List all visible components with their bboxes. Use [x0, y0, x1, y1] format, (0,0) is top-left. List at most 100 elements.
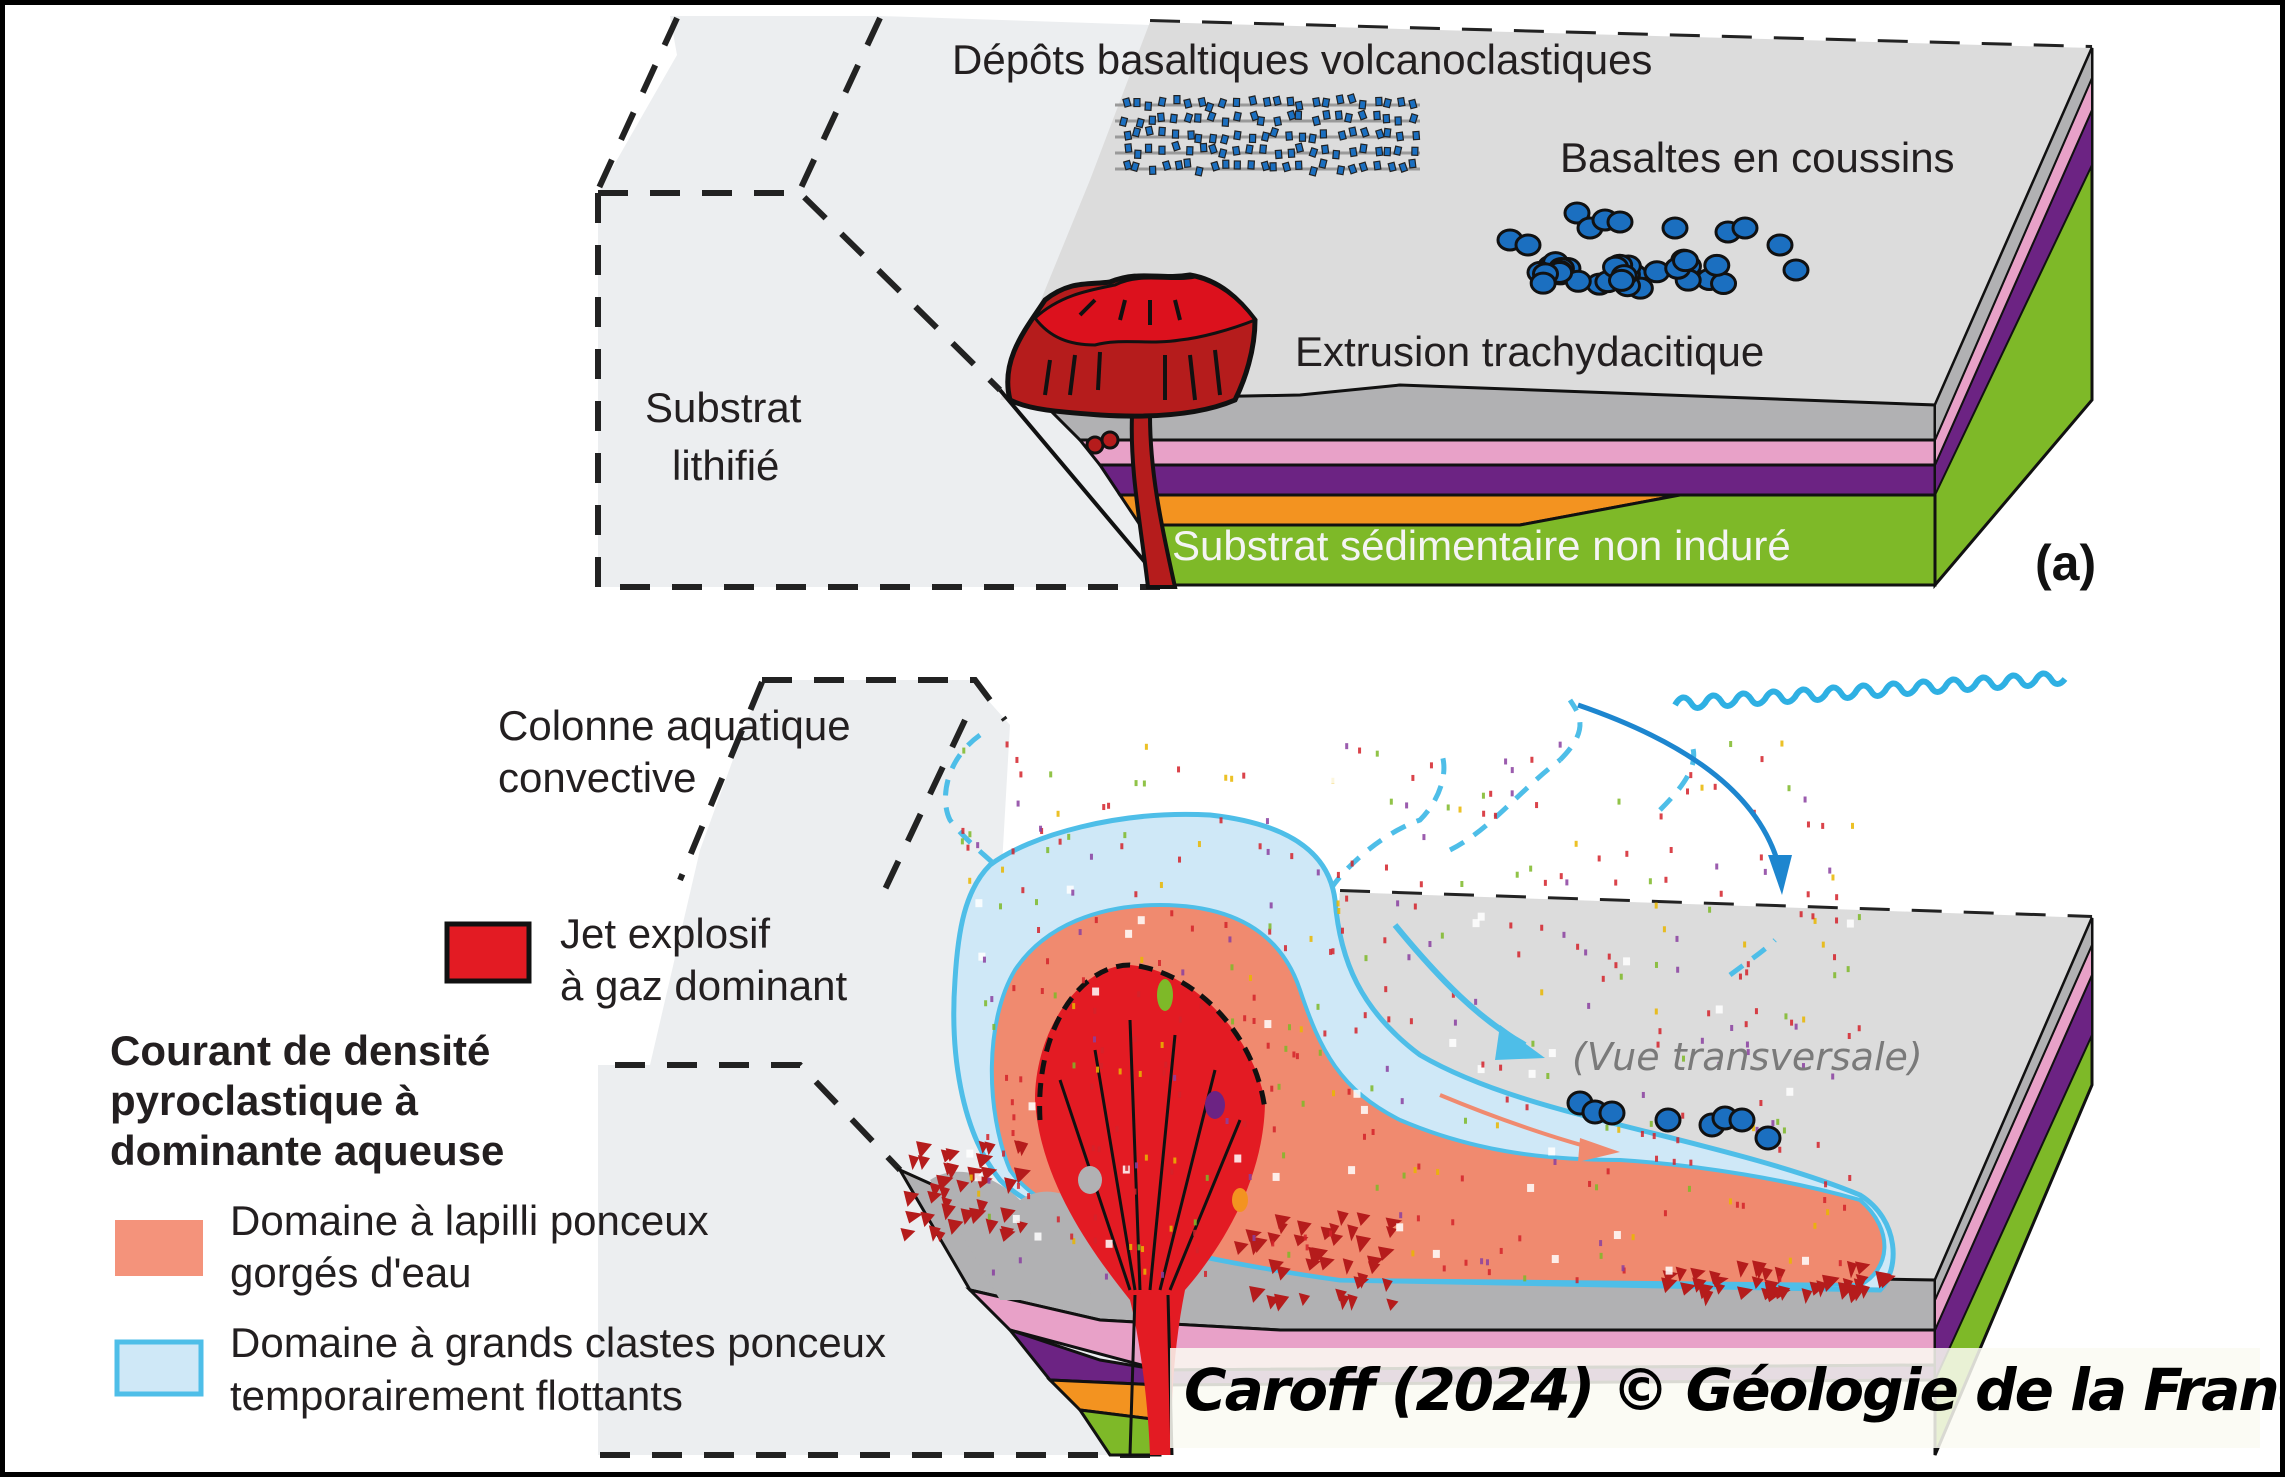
- lithic-fragment: [1274, 1214, 1291, 1230]
- speck: [1553, 1158, 1557, 1165]
- speck: [1284, 1045, 1288, 1052]
- speck: [1735, 1201, 1739, 1208]
- pillow: [1598, 1100, 1626, 1126]
- speck: [1230, 964, 1234, 971]
- speck: [1411, 774, 1415, 781]
- legend-clasts-line1: Domaine à grands clastes ponceux: [230, 1319, 886, 1366]
- speck: [1652, 1133, 1656, 1140]
- speck: [1676, 966, 1680, 973]
- speck: [1012, 1214, 1020, 1223]
- speck: [1309, 935, 1313, 942]
- speck: [1857, 1025, 1861, 1032]
- volcanoclastic-grain: [1221, 117, 1230, 127]
- speck: [1258, 843, 1262, 850]
- lithic-fragment: [969, 1207, 987, 1224]
- speck: [1417, 1163, 1421, 1170]
- panel-b: Colonne aquatique convective (Vue transv…: [498, 670, 2094, 1458]
- speck: [968, 831, 972, 838]
- volcanoclastic-grain: [1171, 129, 1180, 139]
- lithic-fragment: [947, 1218, 964, 1235]
- volcanoclastic-grain: [1248, 133, 1257, 144]
- lithic-fragment: [943, 1162, 956, 1176]
- speck: [1034, 1232, 1042, 1241]
- speck: [999, 903, 1003, 910]
- speck: [1546, 1072, 1550, 1079]
- volcanoclastic-grain: [1208, 143, 1218, 155]
- speck: [960, 838, 964, 845]
- speck: [1729, 741, 1733, 748]
- volcanoclastic-grain: [1397, 96, 1406, 108]
- lithic-fragment: [1801, 1288, 1813, 1304]
- speck: [1752, 1125, 1756, 1132]
- speck: [1413, 903, 1417, 910]
- speck: [1270, 1085, 1274, 1092]
- side-grey-a: [1934, 47, 2093, 441]
- speck: [1305, 1244, 1309, 1251]
- speck: [1142, 780, 1146, 787]
- downwelling-arrowhead: [1768, 855, 1792, 895]
- lithic-fragment: [1356, 1212, 1371, 1226]
- speck: [1018, 1257, 1022, 1264]
- speck: [1090, 1083, 1094, 1090]
- lithic-fragment: [1347, 1293, 1358, 1311]
- speck: [1181, 969, 1185, 976]
- speck: [1092, 987, 1100, 996]
- pillow-basalts-b: [1566, 1090, 1782, 1151]
- speck: [1178, 1016, 1182, 1023]
- speck: [1619, 973, 1623, 980]
- volcanoclastic-grain: [1174, 160, 1184, 171]
- lithic-fragment: [1385, 1225, 1397, 1239]
- speck: [1058, 756, 1066, 765]
- speck: [1010, 1099, 1014, 1106]
- label-substrate-lithified-2: lithifié: [672, 442, 779, 489]
- speck: [1056, 1216, 1060, 1223]
- speck: [987, 1213, 991, 1220]
- volcanoclastic-grain: [1171, 140, 1181, 152]
- speck: [1816, 1141, 1820, 1148]
- speck: [1021, 887, 1025, 894]
- volcanoclastic-grain: [1408, 112, 1419, 124]
- speck: [1786, 1087, 1794, 1096]
- dashed-edge-b4: [615, 1062, 903, 1173]
- volcanoclastic-grain: [1206, 110, 1217, 123]
- volcanoclastic-grain: [1359, 126, 1370, 138]
- speck: [1510, 790, 1514, 797]
- speck: [1115, 1126, 1119, 1133]
- speck: [1621, 1265, 1625, 1272]
- speck: [1760, 756, 1764, 763]
- speck: [1416, 1215, 1420, 1222]
- lithic-fragment: [1347, 1224, 1359, 1242]
- volcanoclastic-grain: [1272, 95, 1282, 107]
- speck: [1340, 927, 1344, 934]
- lithic-fragment: [1013, 1167, 1031, 1184]
- volcanoclastic-grain: [1131, 126, 1142, 138]
- lithic-fragment: [1329, 1232, 1344, 1246]
- speck: [1540, 924, 1544, 931]
- speck: [1648, 878, 1652, 885]
- lithic-fragment: [1822, 1274, 1840, 1293]
- speck: [1614, 879, 1618, 886]
- speck: [1046, 958, 1050, 965]
- lithic-fragment: [1675, 1266, 1687, 1282]
- lithic-fragment: [903, 1190, 920, 1207]
- speck: [1118, 1068, 1122, 1075]
- speck: [1056, 810, 1060, 817]
- volcanoclastic-grain: [1259, 144, 1268, 154]
- pillow: [1728, 1107, 1756, 1133]
- speck: [1717, 1061, 1721, 1068]
- speck: [1641, 1091, 1645, 1098]
- speck: [1129, 1243, 1133, 1250]
- volcanoclastic-grain: [1194, 166, 1204, 177]
- speck: [1451, 1219, 1455, 1226]
- speck: [1713, 783, 1717, 790]
- speck: [1234, 1154, 1242, 1163]
- volcanoclastic-grain: [1398, 161, 1409, 173]
- volcanoclastic-grain: [1245, 144, 1254, 155]
- speck: [1463, 1117, 1467, 1124]
- volcanoclastic-grain: [1281, 161, 1292, 173]
- volcanoclastic-grain: [1118, 116, 1129, 128]
- speck: [1134, 1162, 1138, 1169]
- volcanoclastic-grain: [1382, 113, 1391, 124]
- speck: [1035, 899, 1038, 906]
- speck: [1409, 1018, 1413, 1025]
